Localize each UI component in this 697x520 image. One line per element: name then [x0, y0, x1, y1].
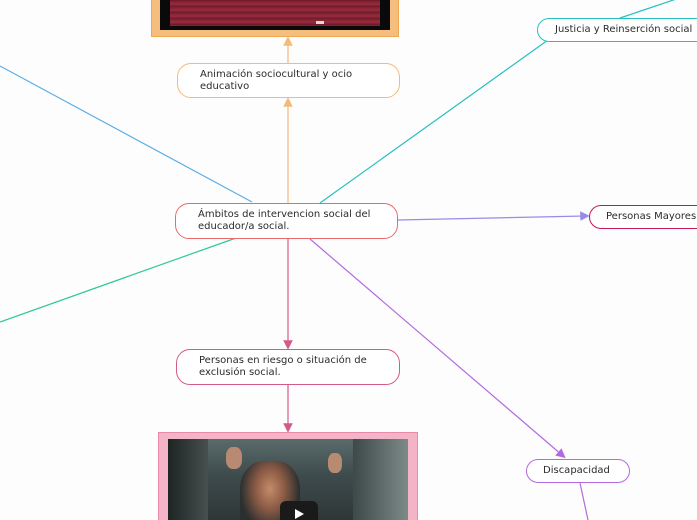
node-label: Justicia y Reinserción social: [555, 24, 693, 35]
node-riesgo[interactable]: Personas en riesgo o situación de exclus…: [176, 349, 400, 385]
play-button[interactable]: [280, 501, 318, 520]
riesgo-video[interactable]: [158, 432, 418, 520]
node-label: Discapacidad: [543, 465, 610, 476]
link-justicia: [319, 39, 549, 204]
node-label: Personas en riesgo o situación de exclus…: [199, 355, 367, 378]
animacion-image[interactable]: [151, 0, 399, 37]
video-scene-left: [168, 439, 208, 520]
image-content: [170, 0, 380, 26]
node-label: Animación sociocultural y ocio educativo: [200, 68, 353, 92]
node-label: Personas Mayores: [606, 211, 697, 222]
link-mayores: [397, 211, 590, 221]
node-label: Ámbitos de intervencion social del educa…: [198, 209, 371, 232]
image-detail: [316, 21, 324, 24]
node-justicia[interactable]: Justicia y Reinserción social: [537, 18, 697, 42]
node-animacion[interactable]: Animación sociocultural y ocio educativo: [177, 63, 400, 98]
link-discapacidad-out: [579, 482, 589, 520]
play-icon: [295, 509, 304, 519]
video-scene-right: [353, 439, 408, 520]
link-discapacidad: [309, 238, 566, 459]
image-frame: [160, 0, 390, 30]
link-green: [0, 237, 237, 323]
video-figure-hand: [226, 447, 242, 469]
link-justicia-out: [619, 0, 676, 19]
node-central[interactable]: Ámbitos de intervencion social del educa…: [175, 203, 398, 239]
link-blue: [0, 65, 253, 203]
video-frame: [168, 439, 408, 520]
node-discapacidad[interactable]: Discapacidad: [526, 459, 630, 483]
node-mayores[interactable]: Personas Mayores: [589, 205, 697, 229]
video-figure-hand: [328, 453, 342, 473]
